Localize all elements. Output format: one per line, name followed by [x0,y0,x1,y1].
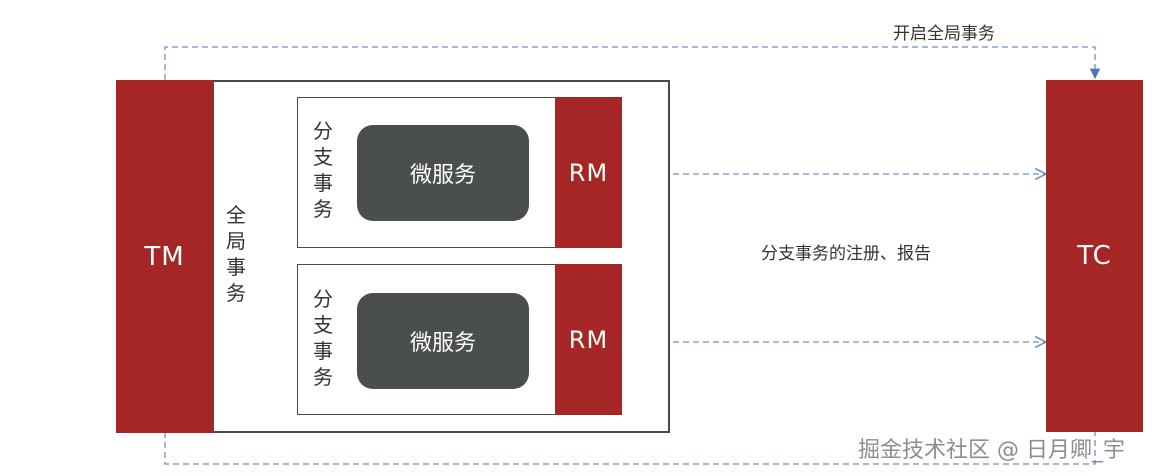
rm-block-1: RM [555,97,622,248]
microservice-box-1: 微服务 [357,125,529,221]
global-tx-char: 事 [226,255,246,279]
rm-label: RM [568,325,609,354]
rm-block-2: RM [555,264,622,415]
branch-tx-char: 务 [313,197,333,221]
global-tx-char: 务 [226,281,246,305]
branch-tx-char: 事 [313,171,333,195]
tm-block: TM [116,80,213,433]
register-report-label: 分支事务的注册、报告 [761,244,931,264]
branch-tx-label-1: 分 支 事 务 [309,118,337,222]
branch-tx-char: 务 [313,365,333,389]
microservice-label: 微服务 [409,331,476,356]
branch-tx-char: 分 [313,287,333,311]
microservice-label: 微服务 [409,163,476,188]
microservice-box-2: 微服务 [357,293,529,389]
tc-label: TC [1077,241,1112,271]
start-global-tx-arrow [164,46,1101,80]
global-tx-char: 局 [226,229,246,253]
global-tx-char: 全 [226,203,246,227]
watermark-text: 掘金技术社区 @ 日月卿_宇 [858,438,1125,463]
branch-tx-char: 事 [313,339,333,363]
tm-label: TM [144,241,185,272]
branch-tx-label-2: 分 支 事 务 [309,286,337,390]
tc-block: TC [1046,80,1143,432]
branch-tx-char: 分 [313,119,333,143]
rm-label: RM [568,158,609,187]
bottom-dashed-line [164,432,1096,465]
branch-tx-char: 支 [313,313,333,337]
global-tx-label: 全 局 事 务 [222,202,250,306]
branch-tx-char: 支 [313,145,333,169]
start-global-tx-label: 开启全局事务 [893,24,995,44]
